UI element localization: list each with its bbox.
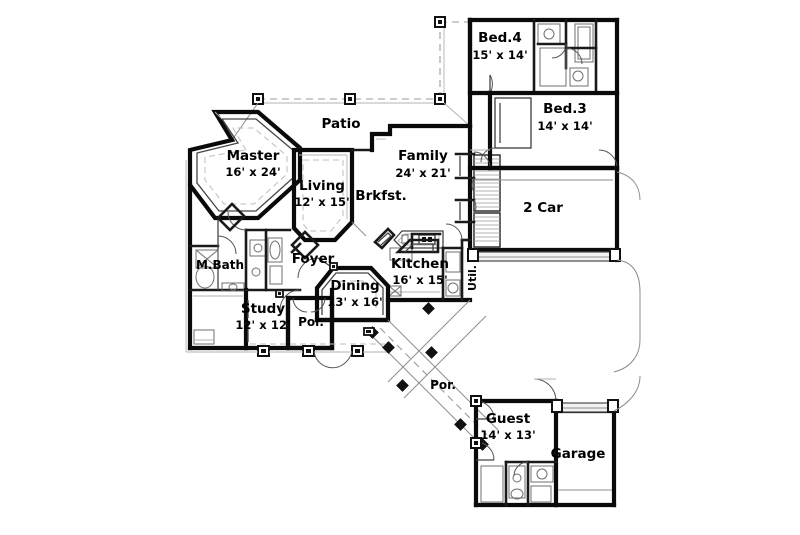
label-study-dim: 12' x 12'	[235, 318, 290, 332]
room-foyer	[275, 230, 338, 298]
label-dining-dim: 13' x 16'	[327, 295, 382, 309]
room-garage	[551, 375, 641, 508]
room-guest	[470, 378, 559, 508]
label-guest-name: Guest	[486, 411, 531, 427]
label-bed4-name: Bed.4	[478, 30, 522, 46]
label-living-dim: 12' x 15'	[294, 195, 349, 209]
room-kitchen	[385, 223, 473, 303]
label-utility: Util.	[466, 265, 479, 291]
walkway-pier	[454, 418, 467, 431]
walkway-pier	[396, 379, 409, 392]
walkway-pier	[425, 346, 438, 359]
room-utility	[445, 223, 472, 302]
label-master-dim: 16' x 24'	[225, 165, 280, 179]
walkway-pier	[422, 302, 435, 315]
label-study-name: Study	[241, 301, 285, 317]
label-bed3-dim: 14' x 14'	[537, 119, 592, 133]
exterior-outline	[185, 160, 250, 353]
room-master-bath	[187, 182, 292, 351]
label-bed4-dim: 15' x 14'	[472, 48, 527, 62]
kitchen-entry	[373, 227, 396, 250]
label-2car: 2 Car	[523, 200, 563, 216]
walkway-pier	[382, 341, 395, 354]
label-foyer: Foyer	[292, 251, 335, 267]
room-breakfast	[350, 148, 374, 237]
label-porch-left: Por.	[298, 315, 324, 329]
label-master-name: Master	[227, 148, 280, 164]
label-living-name: Living	[299, 178, 345, 194]
label-kitchen-name: Kitchen	[391, 256, 449, 272]
room-2car-garage	[467, 165, 641, 373]
label-bed3-name: Bed.3	[543, 101, 587, 117]
label-guest-dim: 14' x 13'	[480, 428, 535, 442]
label-garage: Garage	[551, 446, 606, 462]
label-breakfast: Brkfst.	[355, 188, 406, 204]
room-labels: Bed.4 15' x 14' Bed.3 14' x 14' Patio Ma…	[196, 30, 605, 462]
patio-column	[434, 16, 446, 28]
patio-column	[344, 93, 356, 105]
room-bed4	[467, 17, 620, 96]
label-mbath: M.Bath	[196, 258, 244, 272]
label-dining-name: Dining	[330, 278, 379, 294]
patio-column	[434, 93, 446, 105]
label-family-dim: 24' x 21'	[395, 166, 450, 180]
label-family-name: Family	[398, 148, 448, 164]
label-patio: Patio	[322, 116, 361, 132]
label-kitchen-dim: 16' x 15'	[392, 273, 447, 287]
label-porch-walkway: Por.	[430, 378, 456, 392]
front-porch-left	[246, 295, 388, 369]
patio-column	[252, 93, 264, 105]
patio-area	[231, 16, 471, 141]
